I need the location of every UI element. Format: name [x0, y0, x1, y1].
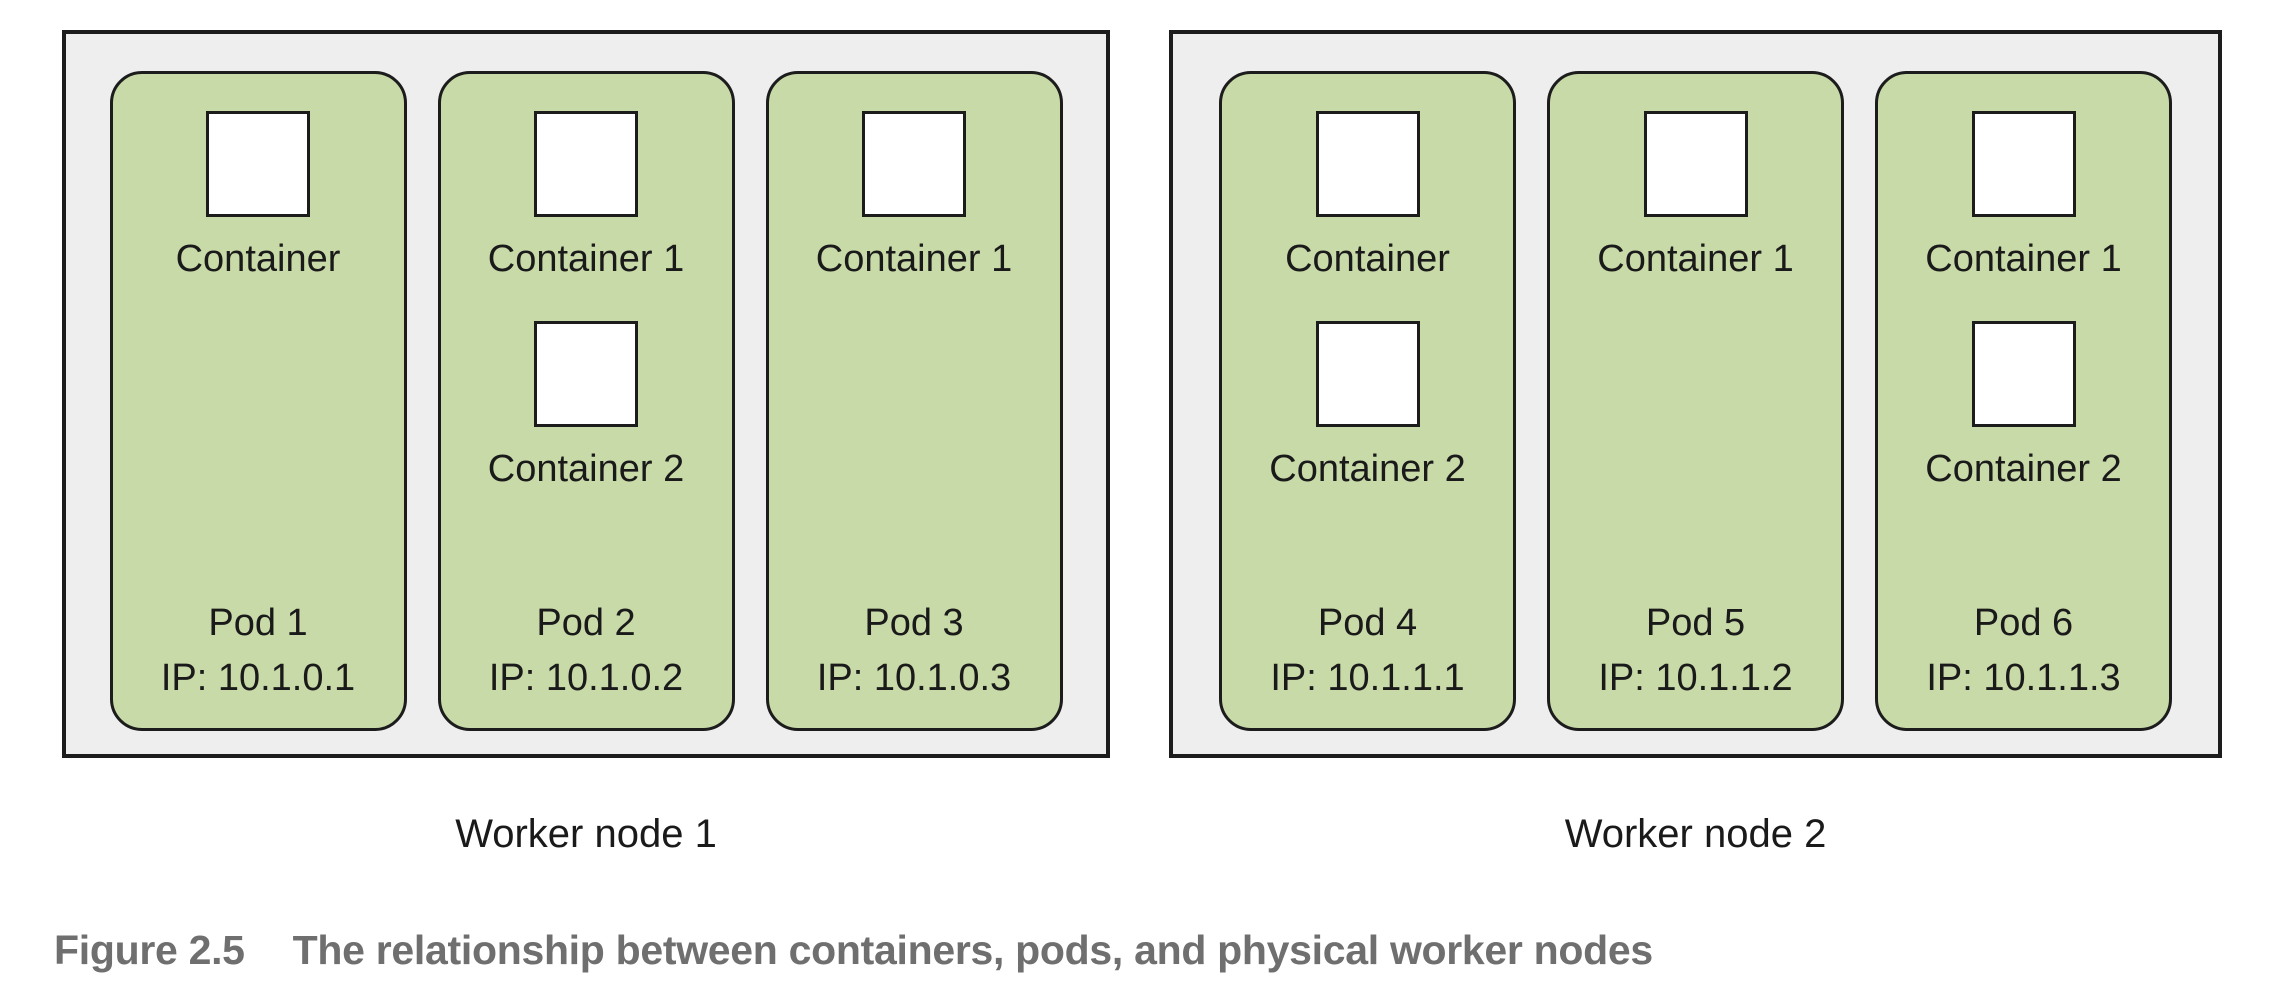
container-group: Container: [113, 111, 404, 281]
pod-label: Pod 1 IP: 10.1.0.1: [113, 596, 404, 706]
container-icon: [1643, 111, 1748, 217]
pod-5: Container 1 Pod 5 IP: 10.1.1.2: [1547, 71, 1844, 731]
pod-label: Pod 3 IP: 10.1.0.3: [769, 596, 1060, 706]
container-group: Container 2: [1878, 321, 2169, 491]
container-group: Container 1: [441, 111, 732, 281]
container-icon: [862, 111, 966, 217]
pod-1: Container Pod 1 IP: 10.1.0.1: [109, 71, 407, 731]
container-icon: [1971, 111, 2076, 217]
pod-name: Pod 3: [864, 602, 964, 644]
pod-name: Pod 4: [1317, 602, 1418, 644]
container-group: Container 1: [1878, 111, 2169, 281]
figure-caption: Figure 2.5 The relationship between conta…: [54, 927, 1653, 974]
container-label: Container 1: [1925, 238, 2122, 280]
pod-4: Container Container 2 Pod 4 IP: 10.1.1.1: [1219, 71, 1516, 731]
pod-label: Pod 2 IP: 10.1.0.2: [441, 596, 732, 706]
pod-ip: IP: 10.1.1.1: [1270, 657, 1465, 699]
pod-3: Container 1 Pod 3 IP: 10.1.0.3: [765, 71, 1063, 731]
container-icon: [206, 111, 310, 217]
container-icon: [1971, 321, 2076, 427]
pod-ip: IP: 10.1.0.3: [816, 657, 1012, 699]
worker-node-1-label: Worker node 1: [455, 812, 717, 856]
pod-ip: IP: 10.1.1.3: [1926, 657, 2121, 699]
figure-caption-text: The relationship between containers, pod…: [292, 927, 1654, 973]
container-label: Container: [1285, 238, 1450, 280]
container-icon: [1315, 321, 1420, 427]
container-icon: [534, 321, 638, 427]
container-group: Container 1: [1550, 111, 1841, 281]
container-group: Container 2: [1222, 321, 1513, 491]
container-icon: [534, 111, 638, 217]
pod-name: Pod 6: [1973, 602, 2074, 644]
container-label: Container 2: [487, 448, 685, 490]
worker-node-1-box: Container Pod 1 IP: 10.1.0.1 Container 1…: [62, 30, 1110, 758]
worker-node-2-label: Worker node 2: [1564, 812, 1827, 856]
pod-ip: IP: 10.1.0.2: [488, 657, 684, 699]
container-label: Container 1: [815, 238, 1013, 280]
pod-ip: IP: 10.1.1.2: [1598, 657, 1793, 699]
pod-2: Container 1 Container 2 Pod 2 IP: 10.1.0…: [437, 71, 735, 731]
pod-label: Pod 4 IP: 10.1.1.1: [1222, 596, 1513, 706]
container-label: Container 2: [1925, 448, 2122, 490]
container-label: Container 1: [1597, 238, 1794, 280]
container-group: Container 1: [769, 111, 1060, 281]
pod-ip: IP: 10.1.0.1: [160, 657, 356, 699]
pod-name: Pod 2: [536, 602, 636, 644]
pod-name: Pod 1: [208, 602, 308, 644]
figure-caption-number: Figure 2.5: [54, 927, 245, 973]
container-icon: [1315, 111, 1420, 217]
worker-node-2-box: Container Container 2 Pod 4 IP: 10.1.1.1…: [1169, 30, 2222, 758]
container-group: Container: [1222, 111, 1513, 281]
pod-label: Pod 6 IP: 10.1.1.3: [1878, 596, 2169, 706]
container-group: Container 2: [441, 321, 732, 491]
pod-label: Pod 5 IP: 10.1.1.2: [1550, 596, 1841, 706]
pod-6: Container 1 Container 2 Pod 6 IP: 10.1.1…: [1875, 71, 2172, 731]
container-label: Container 2: [1269, 448, 1466, 490]
pod-name: Pod 5: [1645, 602, 1746, 644]
container-label: Container: [175, 238, 341, 280]
container-label: Container 1: [487, 238, 685, 280]
